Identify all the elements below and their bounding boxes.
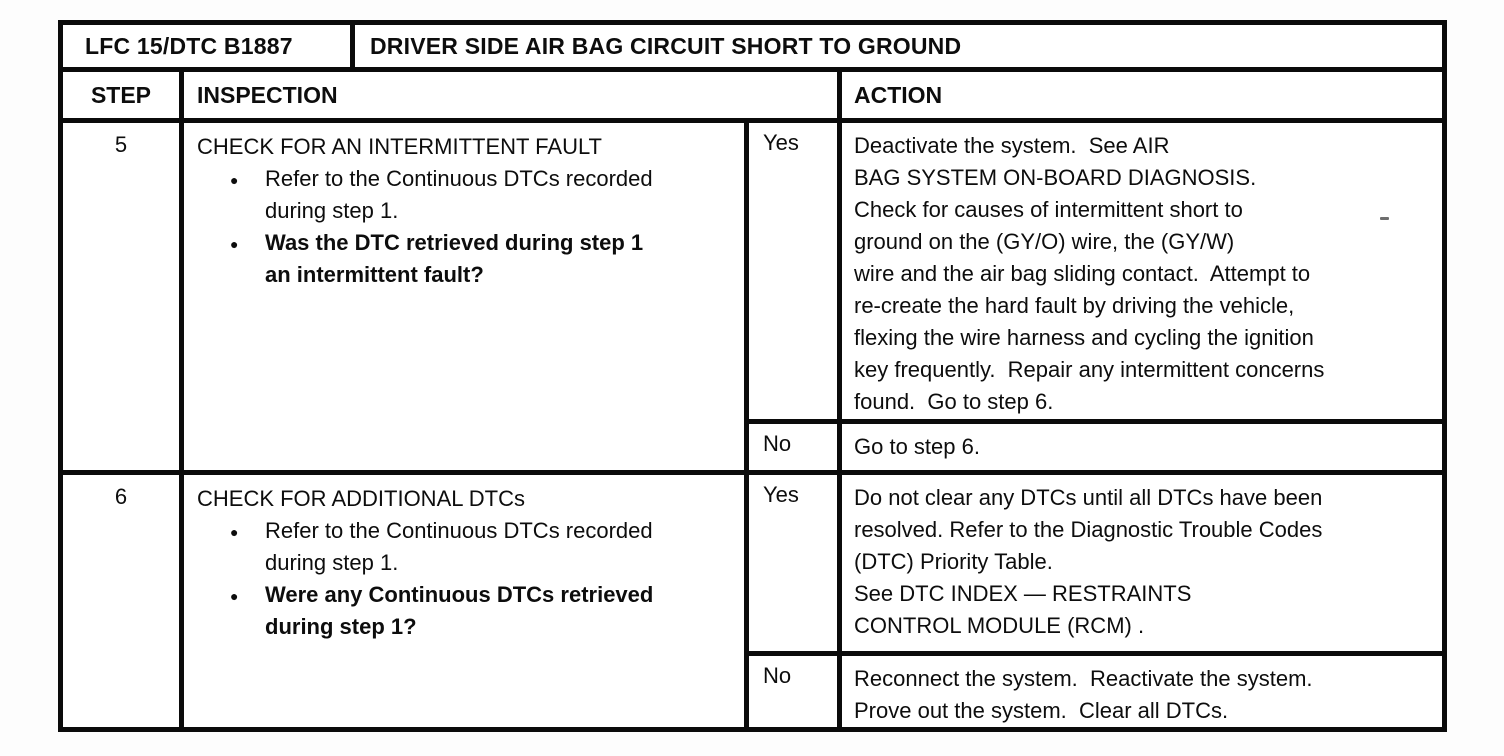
answer-no-step-5: No — [749, 424, 837, 470]
inspection-title: CHECK FOR ADDITIONAL DTCs — [197, 486, 525, 511]
list-item: Were any Continuous DTCs retrieved durin… — [197, 579, 734, 643]
column-header-action: ACTION — [842, 72, 1442, 118]
column-header-step: STEP — [63, 72, 179, 118]
action-yes-step-5: Deactivate the system. See AIR BAG SYSTE… — [842, 123, 1442, 419]
bullet-question-text: Were any Continuous DTCs retrieved durin… — [265, 582, 654, 639]
dtc-description: DRIVER SIDE AIR BAG CIRCUIT SHORT TO GRO… — [355, 25, 1442, 67]
list-item: Refer to the Continuous DTCs recorded du… — [197, 515, 734, 579]
answer-yes-step-5: Yes — [749, 123, 837, 419]
action-no-step-5: Go to step 6. — [842, 424, 1442, 470]
inspection-cell-step-5: CHECK FOR AN INTERMITTENT FAULT Refer to… — [184, 123, 744, 470]
bullet-text: Refer to the Continuous DTCs recorded du… — [265, 166, 653, 223]
dtc-code: LFC 15/DTC B1887 — [63, 25, 350, 67]
bullet-icon — [197, 163, 265, 227]
inspection-title: CHECK FOR AN INTERMITTENT FAULT — [197, 134, 602, 159]
diagnostic-table: LFC 15/DTC B1887 DRIVER SIDE AIR BAG CIR… — [58, 20, 1447, 732]
bullet-text: Refer to the Continuous DTCs recorded du… — [265, 518, 653, 575]
list-item: Was the DTC retrieved during step 1 an i… — [197, 227, 734, 291]
bullet-question-text: Was the DTC retrieved during step 1 an i… — [265, 230, 644, 287]
step-number-5: 5 — [63, 123, 179, 470]
bullet-icon — [197, 515, 265, 579]
action-no-step-6: Reconnect the system. Reactivate the sys… — [842, 656, 1442, 727]
bullet-icon — [197, 579, 265, 643]
answer-yes-step-6: Yes — [749, 475, 837, 651]
list-item: Refer to the Continuous DTCs recorded du… — [197, 163, 734, 227]
inspection-cell-step-6: CHECK FOR ADDITIONAL DTCs Refer to the C… — [184, 475, 744, 727]
action-yes-step-6: Do not clear any DTCs until all DTCs hav… — [842, 475, 1442, 651]
answer-no-step-6: No — [749, 656, 837, 727]
table-title-row: LFC 15/DTC B1887 DRIVER SIDE AIR BAG CIR… — [63, 25, 1442, 67]
step-number-6: 6 — [63, 475, 179, 727]
column-header-inspection: INSPECTION — [184, 72, 837, 118]
scan-speck-artifact — [1380, 217, 1389, 220]
bullet-icon — [197, 227, 265, 291]
